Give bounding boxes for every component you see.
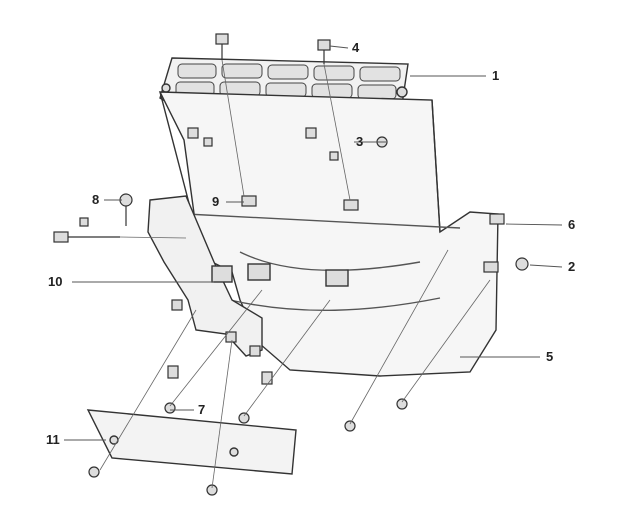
callout-7: 7	[198, 402, 206, 417]
callout-6: 6	[568, 217, 576, 232]
part-11-trim-strip	[86, 409, 297, 475]
callout-3: 3	[356, 134, 364, 149]
part-5-lower-body	[158, 91, 499, 377]
callout-2: 2	[568, 259, 576, 274]
leader-lines	[64, 45, 563, 441]
callout-10: 10	[48, 274, 63, 289]
callout-8: 8	[92, 192, 100, 207]
callout-1: 1	[492, 68, 500, 83]
assembly-guide-lines	[99, 59, 491, 489]
callout-11: 11	[46, 432, 60, 447]
callout-9: 9	[212, 194, 220, 209]
callout-5: 5	[546, 349, 554, 364]
callout-4: 4	[352, 40, 360, 55]
part-10-side-panel	[147, 195, 349, 357]
fasteners	[53, 33, 529, 496]
